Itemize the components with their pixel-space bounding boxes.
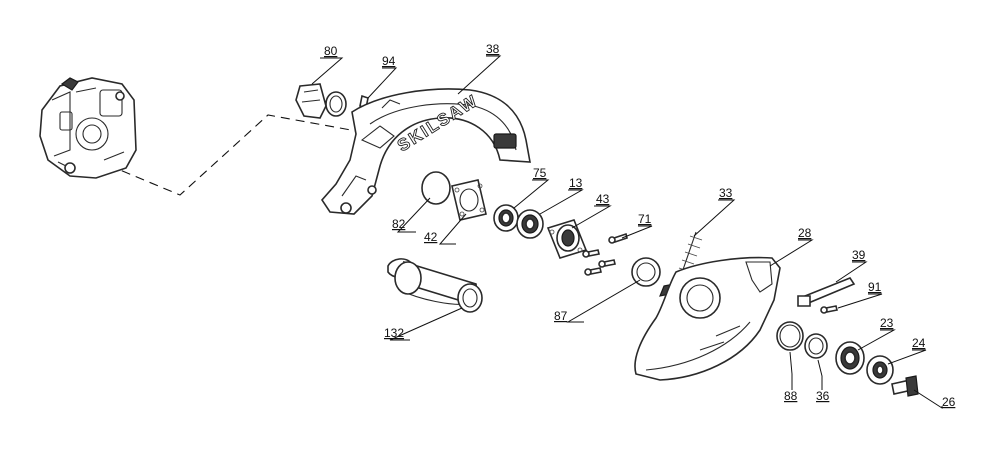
part-75-bearing [493,204,519,232]
callout-26: 26 [942,395,956,409]
part-132-handle [387,258,483,313]
part-23-inner-flange [835,341,865,375]
part-43-retainer [546,219,588,259]
callout-33: 33 [719,186,733,200]
leader-lines [311,55,943,409]
part-88-thin-ring [776,321,804,351]
callout-71: 71 [638,212,652,226]
motor-housing [39,77,137,179]
part-87-ring [631,257,661,287]
part-80-dust-elbow [295,83,347,119]
part-24-outer-flange [866,355,894,385]
callout-24: 24 [912,336,926,350]
part-36-ring [804,333,828,359]
callout-132: 132 [384,326,404,340]
part-26-blade-bolt [891,375,919,397]
assembly-dashed-line [107,114,363,196]
part-71-screws [582,232,628,276]
callout-87: 87 [554,309,568,323]
part-91-screw [820,305,838,314]
callout-91: 91 [868,280,882,294]
callout-75: 75 [533,166,547,180]
part-39-lever [797,277,856,307]
callout-labels: 80 94 38 75 13 43 71 33 28 39 91 82 42 8… [324,42,956,409]
callout-43: 43 [596,192,610,206]
callout-39: 39 [852,248,866,262]
callout-94: 94 [382,54,396,68]
callout-88: 88 [784,389,798,403]
part-28-lower-guard [634,256,781,381]
callout-38: 38 [486,42,500,56]
callout-82: 82 [392,217,406,231]
callout-80: 80 [324,44,338,58]
part-42-bearing-plate [451,179,487,221]
part-82-disc [421,171,451,205]
callout-36: 36 [816,389,830,403]
callout-23: 23 [880,316,894,330]
callout-13: 13 [569,176,583,190]
part-13-bearing [516,209,544,239]
callout-42: 42 [424,230,438,244]
callout-28: 28 [798,226,812,240]
